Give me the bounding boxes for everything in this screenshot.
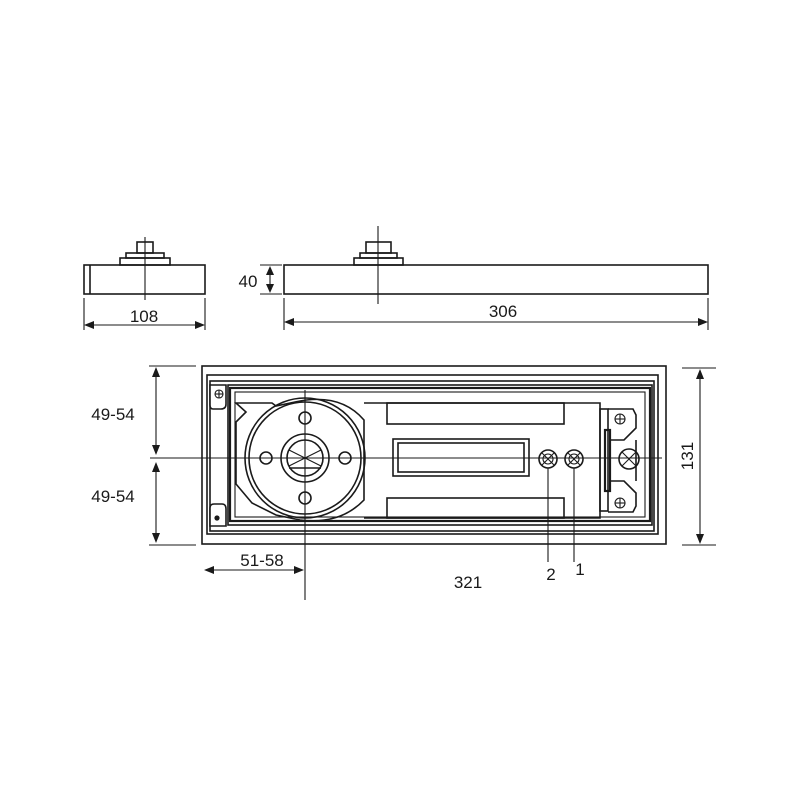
overall-width-label: 131 — [678, 442, 697, 470]
offset-top-label: 49-54 — [91, 405, 134, 424]
front-length-label: 306 — [489, 302, 517, 321]
offset-bottom-label: 49-54 — [91, 487, 134, 506]
valve-2-icon — [538, 449, 558, 469]
front-view: 40 306 — [239, 226, 709, 330]
side-view: 108 — [83, 237, 206, 330]
overall-length-label: 321 — [454, 573, 482, 592]
side-width-label: 108 — [130, 307, 158, 326]
top-view: 2 1 49-54 49-54 51-58 321 131 — [91, 365, 716, 600]
end-valve-icon — [618, 448, 640, 470]
front-height-label: 40 — [239, 272, 258, 291]
spindle-offset-label: 51-58 — [240, 551, 283, 570]
valve-2-label: 2 — [546, 565, 555, 584]
valve-1-label: 1 — [575, 560, 584, 579]
valve-1-icon — [564, 449, 584, 469]
